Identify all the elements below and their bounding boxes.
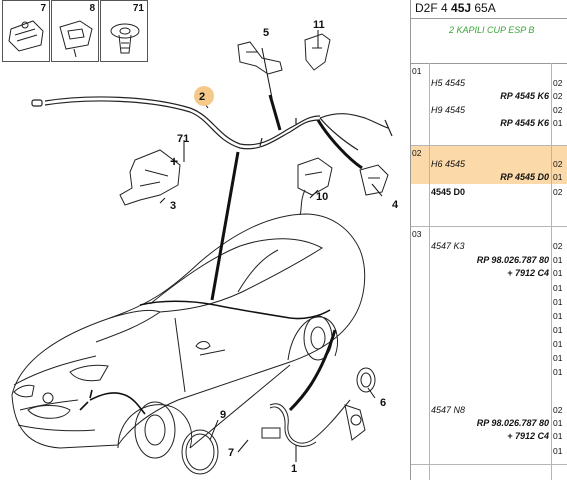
- group-code-01: 01: [412, 66, 422, 76]
- list-item[interactable]: RP 98.026.787 80: [476, 255, 549, 265]
- list-item[interactable]: 4545 D0: [431, 187, 466, 197]
- qty-cell: 02: [553, 91, 563, 101]
- callout-1[interactable]: 1: [291, 463, 297, 475]
- list-item[interactable]: H6 4545: [431, 159, 466, 169]
- qty-cell: 01: [553, 283, 563, 293]
- selected-row-highlight: [411, 146, 567, 184]
- qty-cell: 01: [553, 418, 563, 428]
- ring-6-drawing: [356, 367, 376, 393]
- connector-clip-icon: [8, 20, 44, 52]
- list-item[interactable]: H5 4545: [431, 78, 466, 88]
- qty-cell: 02: [553, 241, 563, 251]
- group-code-02: 02: [412, 148, 422, 158]
- bracket-4-drawing: [359, 164, 389, 196]
- thumbnail-part-71[interactable]: 71: [100, 0, 148, 62]
- sensor-1-drawing: [261, 399, 366, 447]
- thumbnail-number: 7: [40, 3, 46, 14]
- callout-highlight: [194, 86, 214, 106]
- cable-2-drawing: [31, 96, 393, 151]
- harness-on-car: [79, 300, 331, 415]
- qty-cell: 01: [553, 172, 563, 182]
- diagram-svg: 2 5 11 71 3 10 4 6 9 7 1 +: [11, 19, 399, 475]
- list-header: D2F 4 45J 65A: [411, 0, 567, 19]
- grid-line: [411, 145, 567, 146]
- grid-line: [429, 63, 430, 480]
- plus-marker-icon: +: [170, 153, 178, 169]
- header-code: 45J: [451, 1, 472, 15]
- list-item[interactable]: RP 4545 K6: [500, 91, 549, 101]
- list-item[interactable]: H9 4545: [431, 105, 466, 115]
- callout-6[interactable]: 6: [380, 397, 386, 409]
- list-subtitle-row: 2 KAPILI CUP ESP B: [411, 19, 567, 64]
- list-item[interactable]: 4547 K3: [431, 241, 465, 251]
- callout-labels: 2 5 11 71 3 10 4 6 9 7 1 +: [170, 19, 399, 475]
- qty-cell: 01: [553, 367, 563, 377]
- callout-3[interactable]: 3: [170, 200, 176, 212]
- parts-list-panel: D2F 4 45J 65A 2 KAPILI CUP ESP B 01 H5 4…: [410, 0, 567, 480]
- qty-cell: 01: [553, 431, 563, 441]
- car-outline: [11, 213, 366, 459]
- callout-10[interactable]: 10: [316, 191, 328, 203]
- qty-cell: 01: [553, 297, 563, 307]
- qty-cell: 02: [553, 187, 563, 197]
- qty-cell: 02: [553, 405, 563, 415]
- qty-cell: 01: [553, 339, 563, 349]
- bracket-11-drawing: [304, 33, 331, 71]
- bracket-10-drawing: [297, 157, 333, 216]
- thumbnail-part-7[interactable]: 7: [2, 0, 50, 62]
- callout-71[interactable]: 71: [177, 133, 189, 145]
- header-prefix: D2F 4: [415, 1, 452, 15]
- callout-11[interactable]: 11: [313, 19, 325, 31]
- qty-cell: 01: [553, 311, 563, 321]
- grid-line: [411, 464, 567, 465]
- qty-cell: 01: [553, 255, 563, 265]
- list-item[interactable]: RP 4545 K6: [500, 118, 549, 128]
- callout-7[interactable]: 7: [228, 447, 234, 459]
- header-suffix: 65A: [471, 1, 496, 15]
- qty-cell: 01: [553, 353, 563, 363]
- list-item[interactable]: + 7912 C4: [507, 268, 549, 278]
- qty-cell: 01: [553, 325, 563, 335]
- callout-9[interactable]: 9: [220, 409, 226, 421]
- bracket-3-drawing: [119, 149, 181, 206]
- qty-cell: 01: [553, 268, 563, 278]
- parts-diagram: 2 5 11 71 3 10 4 6 9 7 1 + 7 8: [0, 0, 410, 480]
- bracket-5-drawing: [237, 41, 283, 75]
- list-item[interactable]: RP 98.026.787 80: [476, 418, 549, 428]
- qty-cell: 02: [553, 159, 563, 169]
- grid-line: [411, 226, 567, 227]
- ring-9-drawing: [181, 429, 219, 475]
- callout-5[interactable]: 5: [263, 27, 269, 39]
- thumbnail-number: 8: [89, 3, 95, 14]
- list-item[interactable]: 4547 N8: [431, 405, 466, 415]
- qty-cell: 01: [553, 118, 563, 128]
- qty-cell: 01: [553, 446, 563, 456]
- callout-4[interactable]: 4: [392, 199, 399, 211]
- qty-cell: 02: [553, 78, 563, 88]
- push-rivet-icon: [110, 23, 140, 54]
- callout-leader-lines: [210, 94, 363, 412]
- cable-clip-icon: [59, 20, 93, 58]
- list-item[interactable]: + 7912 C4: [507, 431, 549, 441]
- list-subtitle: 2 KAPILI CUP ESP B: [449, 25, 535, 35]
- thumbnail-part-8[interactable]: 8: [51, 0, 99, 62]
- qty-cell: 02: [553, 105, 563, 115]
- group-code-03: 03: [412, 229, 422, 239]
- list-item[interactable]: RP 4545 D0: [500, 172, 549, 182]
- thumbnail-number: 71: [132, 3, 144, 14]
- grid-line: [551, 63, 552, 480]
- thin-leader-lines: [159, 30, 383, 462]
- callout-2[interactable]: 2: [199, 91, 205, 103]
